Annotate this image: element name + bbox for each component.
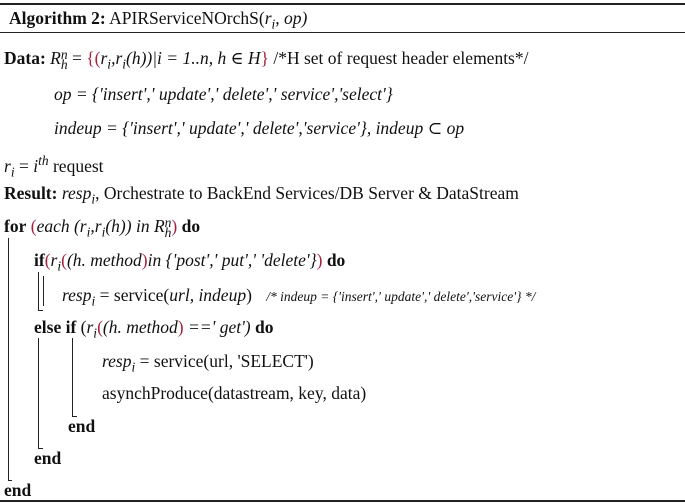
for-block-bar bbox=[8, 238, 9, 480]
indeup-comment: /* indeup = {'insert',' update',' delete… bbox=[266, 289, 536, 304]
elseif-block-bar bbox=[72, 338, 73, 416]
end-elseif: end bbox=[68, 416, 96, 436]
top-rule bbox=[0, 3, 685, 5]
end-if: end bbox=[34, 448, 62, 468]
end-for: end bbox=[4, 480, 32, 500]
elseif-line: else if (ri((h. method) ==' get') do bbox=[34, 317, 274, 341]
bottom-rule bbox=[0, 500, 685, 502]
async-produce-line: asynchProduce(datastream, key, data) bbox=[102, 383, 367, 403]
resp1-bar bbox=[43, 276, 44, 306]
algorithm-label: Algorithm 2: bbox=[9, 8, 106, 28]
data-keyword: Data: bbox=[4, 48, 46, 68]
resp-service-line: respi = service(url, indeup) /* indeup =… bbox=[62, 285, 536, 309]
algorithm-header: Algorithm 2: APIRServiceNOrchS(ri, op) bbox=[9, 8, 308, 32]
if-inner-bar bbox=[38, 338, 39, 448]
ri-line: ri = ith request bbox=[4, 153, 104, 180]
header-rule bbox=[0, 32, 685, 33]
if-line: if(ri((h. method)in {'post',' put',' 'de… bbox=[34, 250, 346, 274]
result-keyword: Result: bbox=[4, 183, 58, 203]
algorithm-name: APIRServiceNOrchS( bbox=[109, 8, 265, 28]
if-block-bar bbox=[38, 272, 39, 310]
op-line: op = {'insert',' update',' delete',' ser… bbox=[54, 84, 393, 104]
result-line: Result: respi, Orchestrate to BackEnd Se… bbox=[4, 183, 519, 207]
indeup-line: indeup = {'insert',' update',' delete','… bbox=[54, 118, 465, 138]
header-comment: /*H set of request header elements*/ bbox=[268, 48, 529, 68]
resp-select-line: respi = service(url, 'SELECT') bbox=[102, 351, 314, 375]
